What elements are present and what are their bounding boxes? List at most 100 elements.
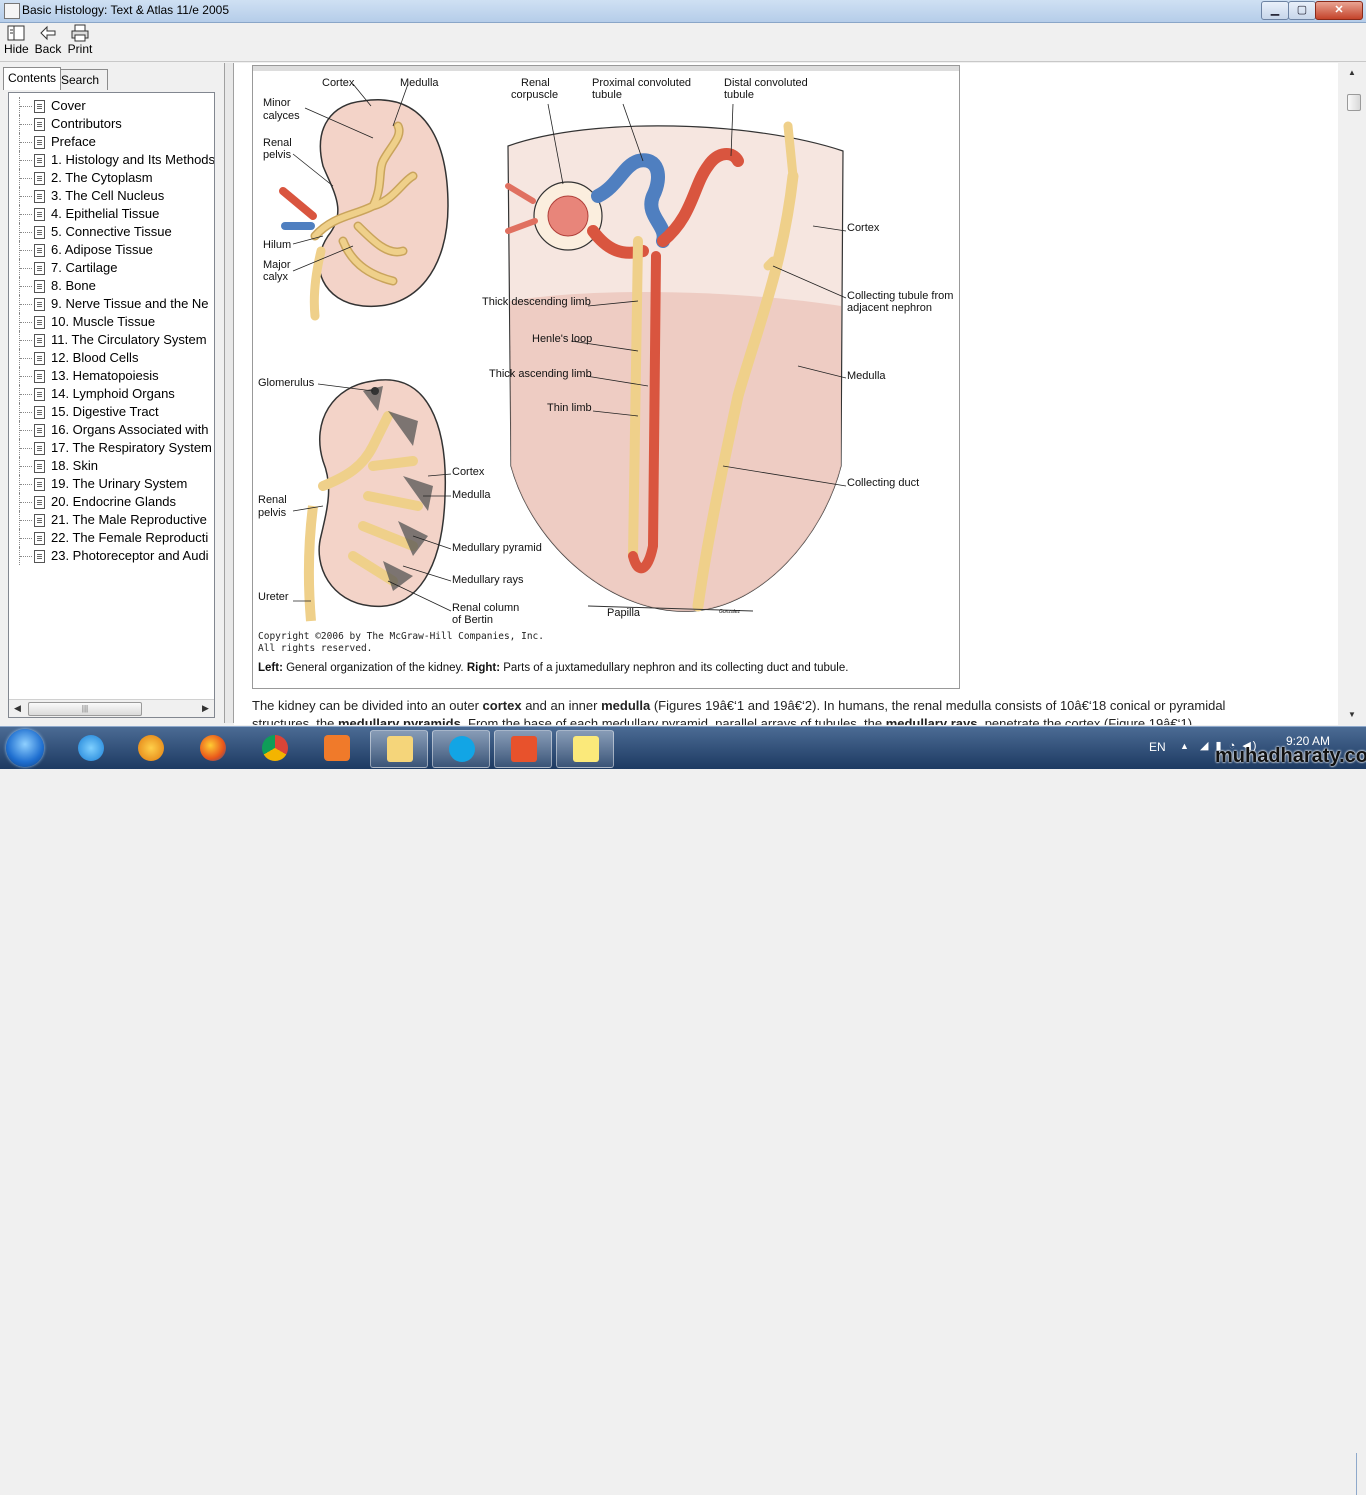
toc-item[interactable]: 18. Skin <box>9 457 214 475</box>
body-text: The kidney can be divided into an outer <box>252 698 483 713</box>
clock[interactable]: 9:20 AM <box>1286 734 1330 748</box>
toc-item[interactable]: Preface <box>9 133 214 151</box>
toc-item[interactable]: 7. Cartilage <box>9 259 214 277</box>
page-icon <box>34 136 45 149</box>
toc-item[interactable]: 8. Bone <box>9 277 214 295</box>
label-renal-pelvis-bottom-2: pelvis <box>258 507 287 519</box>
toc-item-label: 3. The Cell Nucleus <box>51 188 165 203</box>
toc-item[interactable]: 14. Lymphoid Organs <box>9 385 214 403</box>
toc-item[interactable]: 5. Connective Tissue <box>9 223 214 241</box>
page-icon <box>34 550 45 563</box>
toc-item[interactable]: 17. The Respiratory System <box>9 439 214 457</box>
taskbar-messenger[interactable] <box>122 730 178 766</box>
scroll-right-arrow-icon[interactable]: ▶ <box>202 703 209 713</box>
page-icon <box>34 514 45 527</box>
tree-branch-line <box>19 457 34 475</box>
label-collecting-tubule-1: Collecting tubule from <box>847 290 953 302</box>
toc-item[interactable]: 23. Photoreceptor and Audi <box>9 547 214 565</box>
hide-button[interactable]: Hide <box>4 24 29 56</box>
toc-item-label: 9. Nerve Tissue and the Ne <box>51 296 209 311</box>
label-renal-column-1: Renal column <box>452 602 519 614</box>
toc-item[interactable]: 21. The Male Reproductive <box>9 511 214 529</box>
title-bar: Basic Histology: Text & Atlas 11/e 2005 … <box>0 0 1366 23</box>
figure-copyright: Copyright ©2006 by The McGraw-Hill Compa… <box>258 631 544 654</box>
toc-item-label: 7. Cartilage <box>51 260 118 275</box>
language-indicator[interactable]: EN <box>1149 740 1166 754</box>
tray-icons[interactable]: ◢ ▮ ◔ ◀) <box>1200 740 1259 752</box>
print-button[interactable]: Print <box>67 24 93 56</box>
kidney-illustration: Cortex Medulla Minor calyces Renal pelvi… <box>258 77 953 626</box>
hide-pane-icon <box>6 24 26 42</box>
toc-item[interactable]: 19. The Urinary System <box>9 475 214 493</box>
toc-item[interactable]: 15. Digestive Tract <box>9 403 214 421</box>
tree-horizontal-scrollbar[interactable]: ◀ ||| ▶ <box>9 699 214 717</box>
toc-item-label: 16. Organs Associated with <box>51 422 209 437</box>
body-paragraph: The kidney can be divided into an outer … <box>252 697 1332 725</box>
toc-item[interactable]: Cover <box>9 97 214 115</box>
taskbar-explorer[interactable] <box>370 730 428 768</box>
maximize-button[interactable]: ▢ <box>1288 1 1316 20</box>
scroll-up-arrow-icon[interactable]: ▲ <box>1348 68 1356 77</box>
taskbar-media-player[interactable] <box>308 730 364 766</box>
back-label: Back <box>34 42 62 56</box>
label-cortex-right: Cortex <box>847 222 880 234</box>
label-ureter: Ureter <box>258 591 289 603</box>
toc-item[interactable]: 6. Adipose Tissue <box>9 241 214 259</box>
taskbar-t-app[interactable] <box>494 730 552 768</box>
minimize-button[interactable]: ▁ <box>1261 1 1289 20</box>
pane-splitter[interactable] <box>225 63 234 723</box>
label-thick-ascending: Thick ascending limb <box>489 368 592 380</box>
page-icon <box>34 244 45 257</box>
tab-search[interactable]: Search <box>56 69 108 90</box>
scroll-left-arrow-icon[interactable]: ◀ <box>14 703 21 713</box>
toc-item[interactable]: 20. Endocrine Glands <box>9 493 214 511</box>
label-renal-pelvis-bottom-1: Renal <box>258 494 287 506</box>
toc-item[interactable]: 11. The Circulatory System <box>9 331 214 349</box>
toc-item-label: 2. The Cytoplasm <box>51 170 153 185</box>
start-button[interactable] <box>6 729 44 767</box>
toc-item[interactable]: Contributors <box>9 115 214 133</box>
page-icon <box>34 208 45 221</box>
vertical-scroll-thumb[interactable] <box>1347 94 1361 111</box>
show-desktop-button[interactable] <box>1356 1453 1366 1495</box>
toc-item-label: 17. The Respiratory System <box>51 440 212 455</box>
toc-item[interactable]: 2. The Cytoplasm <box>9 169 214 187</box>
taskbar-skype[interactable] <box>432 730 490 768</box>
toc-item-label: 14. Lymphoid Organs <box>51 386 175 401</box>
taskbar-chrome[interactable] <box>246 730 302 766</box>
toc-item[interactable]: 9. Nerve Tissue and the Ne <box>9 295 214 313</box>
show-hidden-icons-icon[interactable]: ▲ <box>1180 741 1189 751</box>
toc-item[interactable]: 3. The Cell Nucleus <box>9 187 214 205</box>
scroll-down-arrow-icon[interactable]: ▼ <box>1348 710 1356 719</box>
toc-item[interactable]: 16. Organs Associated with <box>9 421 214 439</box>
taskbar-ie[interactable] <box>62 730 118 766</box>
page-icon <box>34 388 45 401</box>
page-icon <box>34 262 45 275</box>
toc-item[interactable]: 4. Epithelial Tissue <box>9 205 214 223</box>
tree-branch-line <box>19 421 34 439</box>
tree-branch-line <box>19 367 34 385</box>
toc-item[interactable]: 10. Muscle Tissue <box>9 313 214 331</box>
toc-item[interactable]: 22. The Female Reproducti <box>9 529 214 547</box>
toc-item[interactable]: 13. Hematopoiesis <box>9 367 214 385</box>
label-collecting-tubule-2: adjacent nephron <box>847 302 932 314</box>
toc-item[interactable]: 1. Histology and Its Methods <box>9 151 214 169</box>
taskbar: EN ▲ ◢ ▮ ◔ ◀) 9:20 AM <box>0 726 1366 1495</box>
close-button[interactable]: ✕ <box>1315 1 1363 20</box>
label-leader-lines <box>292 83 847 612</box>
label-medulla-right: Medulla <box>847 370 886 382</box>
label-minor-calyces-1: Minor <box>263 97 291 109</box>
scroll-thumb[interactable]: ||| <box>28 702 142 716</box>
page-icon <box>34 118 45 131</box>
tab-contents[interactable]: Contents <box>3 67 61 90</box>
t-app-icon <box>511 736 537 762</box>
taskbar-help-viewer[interactable] <box>556 730 614 768</box>
tree-branch-line <box>19 439 34 457</box>
back-button[interactable]: Back <box>34 24 62 56</box>
taskbar-firefox[interactable] <box>184 730 240 766</box>
toc-item-label: 23. Photoreceptor and Audi <box>51 548 209 563</box>
tree-branch-line <box>19 259 34 277</box>
toc-item[interactable]: 12. Blood Cells <box>9 349 214 367</box>
label-renal-corpuscle-2: corpuscle <box>511 89 558 101</box>
content-vertical-scrollbar[interactable]: ▲ ▼ <box>1339 63 1366 725</box>
